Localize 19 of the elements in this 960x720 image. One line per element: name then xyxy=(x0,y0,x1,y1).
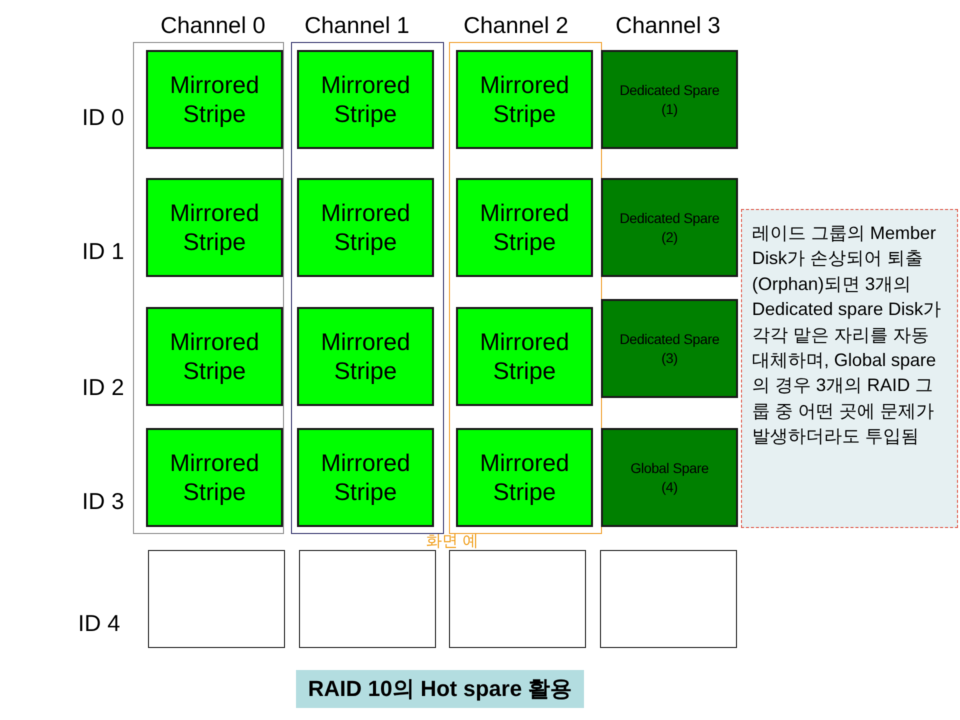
column-header: Channel 0 xyxy=(160,12,266,38)
empty-slot-box xyxy=(449,550,586,648)
column-header: Channel 2 xyxy=(464,12,568,38)
group-frame xyxy=(133,42,284,534)
group-frame xyxy=(291,42,444,534)
title-banner: RAID 10의 Hot spare 활용 xyxy=(296,670,584,708)
empty-slot-box xyxy=(148,550,285,648)
column-header: Channel 3 xyxy=(616,12,720,38)
column-header: Channel 1 xyxy=(304,12,410,38)
row-label: ID 3 xyxy=(82,488,124,514)
row-label: ID 4 xyxy=(78,610,120,636)
row-label: ID 2 xyxy=(82,374,124,400)
empty-slot-box xyxy=(299,550,436,648)
row-label: ID 1 xyxy=(82,238,124,264)
caption-text: 화면 예 xyxy=(426,534,478,550)
empty-slot-box xyxy=(600,550,737,648)
note-box: 레이드 그룹의 Member Disk가 손상되어 퇴출(Orphan)되면 3개의 Dedicated spare Disk가 각각 맡은 자리를 자동 대체하며, Global spare의 경우 3개의 RAID 그룹 중 어떤 곳에 문제가 발생하더라도 투입됨 xyxy=(741,209,958,528)
row-label: ID 0 xyxy=(82,104,124,130)
group-frame xyxy=(449,42,602,534)
